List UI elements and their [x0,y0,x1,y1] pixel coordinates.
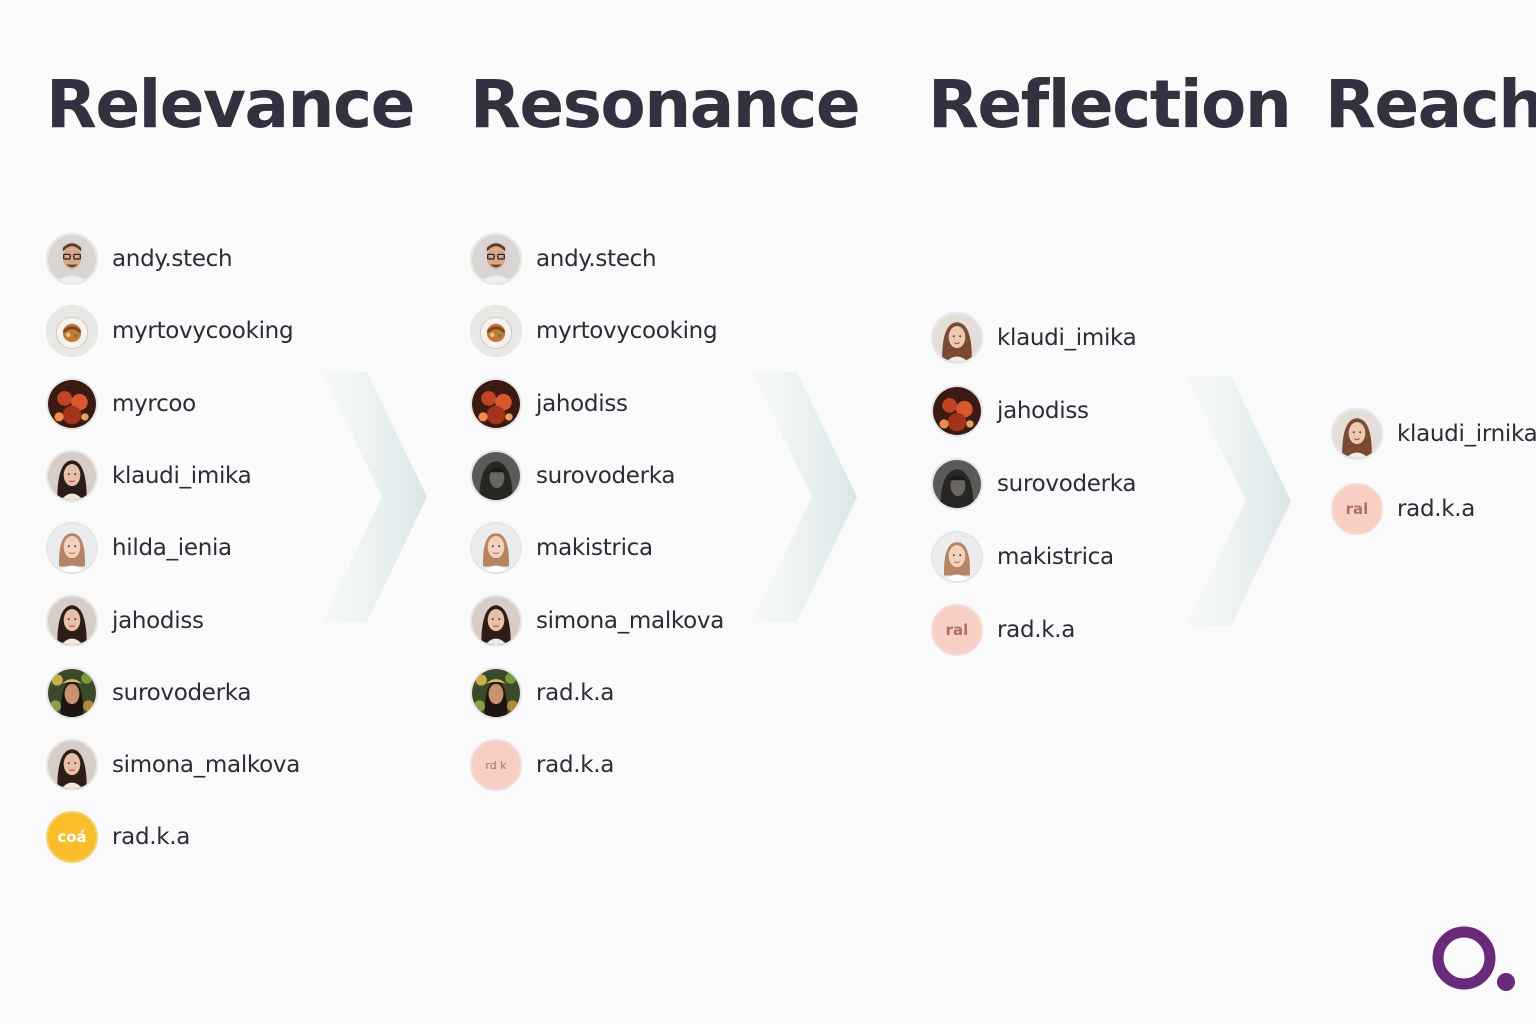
username: surovoderka [536,462,676,489]
avatar [46,377,98,430]
stage-arrow-2-icon [752,372,857,622]
user-item[interactable]: rad.k.a [470,665,614,721]
username: rad.k.a [1397,496,1476,522]
user-item[interactable]: jahodiss [46,593,204,649]
user-item[interactable]: klaudi_irnika [1331,406,1536,462]
user-item[interactable]: andy.stech [46,231,233,287]
username: hilda_ienia [112,535,232,562]
avatar [931,385,983,437]
username: makistrica [997,544,1114,570]
avatar [46,666,98,719]
username: simona_malkova [536,607,724,634]
user-item[interactable]: klaudi_imika [46,448,252,504]
avatar [470,449,522,502]
user-item[interactable]: jahodiss [470,376,628,432]
user-item[interactable]: hilda_ienia [46,520,232,576]
avatar [931,312,983,364]
avatar-initials-text: rd k [485,758,507,772]
username: myrtovycooking [536,318,718,345]
username: jahodiss [536,390,628,417]
username: rad.k.a [536,679,615,706]
username: myrtovycooking [112,318,294,345]
avatar-initials-text: ral [945,621,969,639]
avatar-initials: ral [1331,483,1383,535]
username: klaudi_imika [112,462,252,489]
user-item[interactable]: myrtovycooking [470,303,718,359]
username: makistrica [536,535,653,562]
avatar [46,449,98,502]
avatar [931,458,983,510]
username: andy.stech [112,246,233,272]
user-item[interactable]: jahodiss [931,383,1089,439]
avatar-initials-text: coá [57,828,87,847]
username: jahodiss [997,398,1089,424]
user-item[interactable]: andy.stech [470,231,657,287]
user-item[interactable]: myrtovycooking [46,303,294,359]
user-item[interactable]: simona_malkova [46,737,300,793]
avatar [46,594,98,647]
username: surovoderka [997,471,1137,497]
avatar-initials-text: ral [1345,500,1369,518]
avatar [46,739,98,792]
user-item[interactable]: myrcoo [46,376,196,432]
user-item[interactable]: makistrica [931,529,1114,585]
username: andy.stech [536,246,657,272]
username: rad.k.a [112,824,191,851]
user-item[interactable]: makistrica [470,520,653,576]
avatar [470,233,522,285]
stage-title-resonance: Resonance [470,66,861,143]
avatar [470,377,522,430]
user-item[interactable]: coá rad.k.a [46,809,190,865]
avatar [470,666,522,719]
avatar-initials: rd k [470,739,522,792]
user-item[interactable]: surovoderka [46,665,251,721]
username: klaudi_irnika [1397,421,1536,447]
user-item[interactable]: ral rad.k.a [931,602,1075,658]
user-item[interactable]: klaudi_imika [931,310,1137,366]
user-item[interactable]: rd k rad.k.a [470,737,614,793]
stage-arrow-1-icon [322,372,427,622]
avatar-initials: coá [46,811,98,864]
username: myrcoo [112,390,196,417]
avatar [46,305,98,358]
username: jahodiss [112,607,204,634]
username: rad.k.a [536,752,615,779]
avatar [46,233,98,285]
username: simona_malkova [112,752,300,779]
stage-title-relevance: Relevance [46,66,415,143]
avatar [470,594,522,647]
avatar-initials: ral [931,604,983,656]
stage-arrow-3-icon [1186,376,1291,626]
user-item[interactable]: ral rad.k.a [1331,481,1475,537]
user-item[interactable]: surovoderka [470,448,675,504]
username: klaudi_imika [997,325,1137,351]
username: surovoderka [112,679,252,706]
user-item[interactable]: surovoderka [931,456,1136,512]
avatar [1331,408,1383,460]
avatar [931,531,983,583]
user-item[interactable]: simona_malkova [470,593,724,649]
avatar [470,522,522,575]
brand-logo-icon [1432,926,1515,991]
stage-title-reflection: Reflection [928,66,1292,143]
avatar [470,305,522,358]
avatar [46,522,98,575]
stage-title-reach: Reach [1325,66,1536,143]
username: rad.k.a [997,617,1076,643]
